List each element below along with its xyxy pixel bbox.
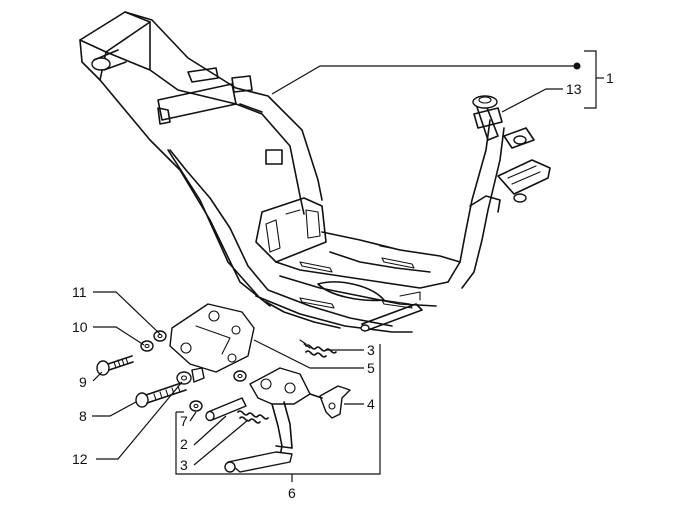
callout-10: 10 bbox=[72, 319, 88, 335]
screw-part-9 bbox=[96, 355, 134, 376]
callout-5: 5 bbox=[367, 360, 375, 376]
spring-part-3-upper bbox=[299, 339, 337, 358]
nut-part-12 bbox=[176, 367, 205, 385]
callout-11: 11 bbox=[72, 284, 87, 300]
callout-2: 2 bbox=[180, 436, 188, 452]
lever-part-4 bbox=[309, 385, 351, 419]
callout-12: 12 bbox=[72, 451, 88, 467]
pin-part-2 bbox=[205, 397, 247, 422]
leader-lines bbox=[92, 50, 604, 482]
callout-9: 9 bbox=[79, 374, 87, 390]
callout-8: 8 bbox=[79, 408, 87, 424]
center-stand bbox=[224, 367, 311, 473]
washer-part-11 bbox=[153, 330, 167, 342]
stand-washer bbox=[233, 370, 247, 382]
callout-4: 4 bbox=[367, 396, 375, 412]
bolt-part-8 bbox=[135, 381, 187, 408]
scooter-frame bbox=[79, 11, 551, 333]
washer-part-10 bbox=[140, 340, 154, 352]
spring-part-3-lower bbox=[237, 410, 269, 424]
stand-support-bracket bbox=[169, 303, 255, 373]
callout-1: 1 bbox=[606, 70, 614, 86]
callout-6: 6 bbox=[288, 485, 296, 501]
callout-3-lower: 3 bbox=[180, 457, 188, 473]
washer-part-7 bbox=[189, 400, 203, 412]
callout-13: 13 bbox=[566, 81, 582, 97]
callout-labels: 1 13 11 10 9 8 12 3 5 4 7 2 3 6 bbox=[72, 70, 614, 501]
callout-3-upper: 3 bbox=[367, 342, 375, 358]
callout-7: 7 bbox=[180, 413, 188, 429]
